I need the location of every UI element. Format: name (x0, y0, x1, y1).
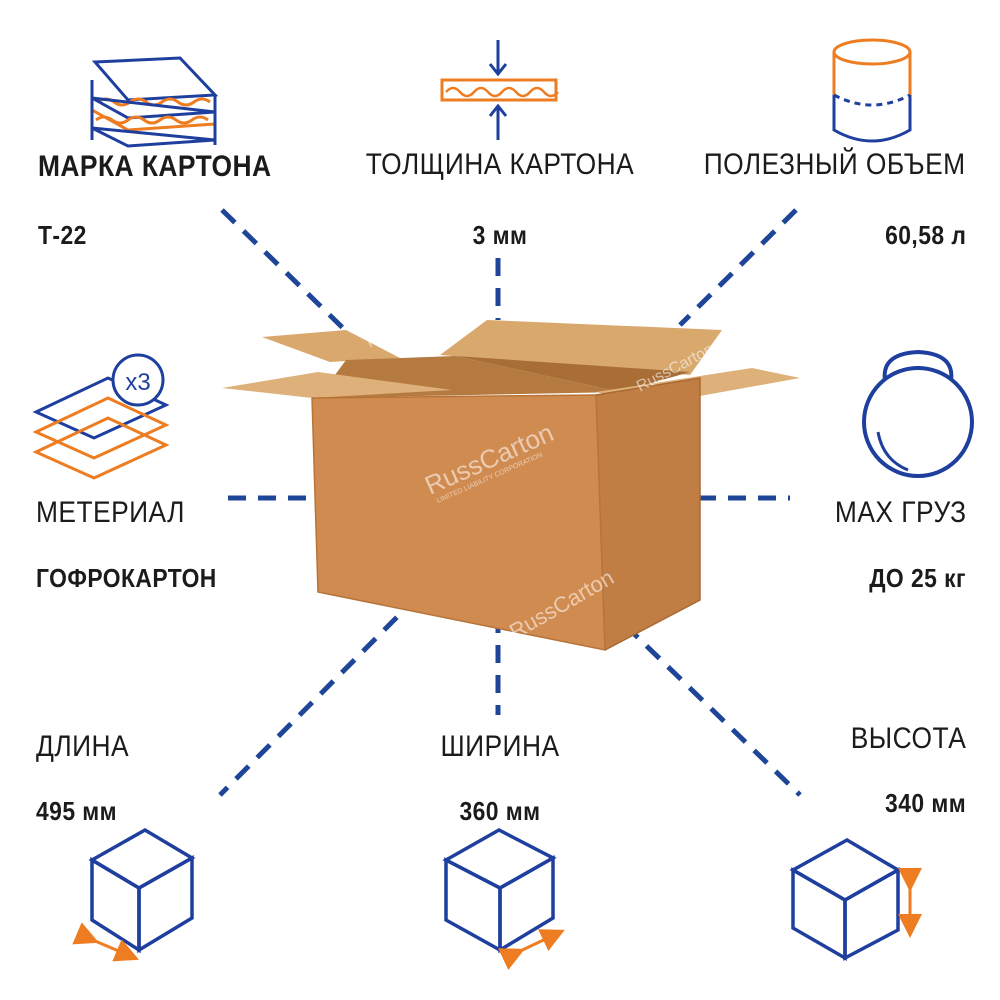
length-value: 495 мм (36, 796, 118, 826)
volume-cylinder-icon (832, 38, 912, 143)
cardboard-box: RussCarton LIMITED LIABILITY CORPORATION… (222, 304, 800, 651)
thickness-title: ТОЛЩИНА КАРТОНА (365, 148, 635, 181)
cube-height-icon (789, 837, 922, 962)
kettlebell-icon (862, 349, 974, 478)
svg-text:RussCarton: RussCarton (364, 304, 437, 351)
length-title: ДЛИНА (36, 730, 130, 763)
material-title: МЕТЕРИАЛ (36, 496, 185, 529)
material-value: ГОФРОКАРТОН (36, 563, 217, 593)
brand-value: Т-22 (38, 220, 87, 250)
max-load-title: МАХ ГРУЗ (834, 496, 966, 529)
brand-title: МАРКА КАРТОНА (38, 150, 272, 183)
cube-width-icon (442, 828, 565, 970)
layers-badge: x3 (125, 369, 150, 396)
height-value: 340 мм (884, 788, 966, 818)
material-layers-icon: x3 (32, 353, 170, 480)
thickness-value: 3 мм (472, 220, 528, 250)
width-value: 360 мм (459, 796, 541, 826)
cube-length-icon (72, 827, 196, 962)
width-title: ШИРИНА (440, 730, 560, 763)
connector-lines (218, 208, 802, 797)
height-title: ВЫСОТА (850, 722, 966, 755)
thickness-arrows-icon (440, 40, 559, 140)
volume-value: 60,58 л (884, 220, 966, 250)
max-load-value: ДО 25 кг (869, 563, 966, 593)
layered-cardboard-icon (90, 56, 219, 148)
volume-title: ПОЛЕЗНЫЙ ОБЪЕМ (704, 148, 966, 181)
